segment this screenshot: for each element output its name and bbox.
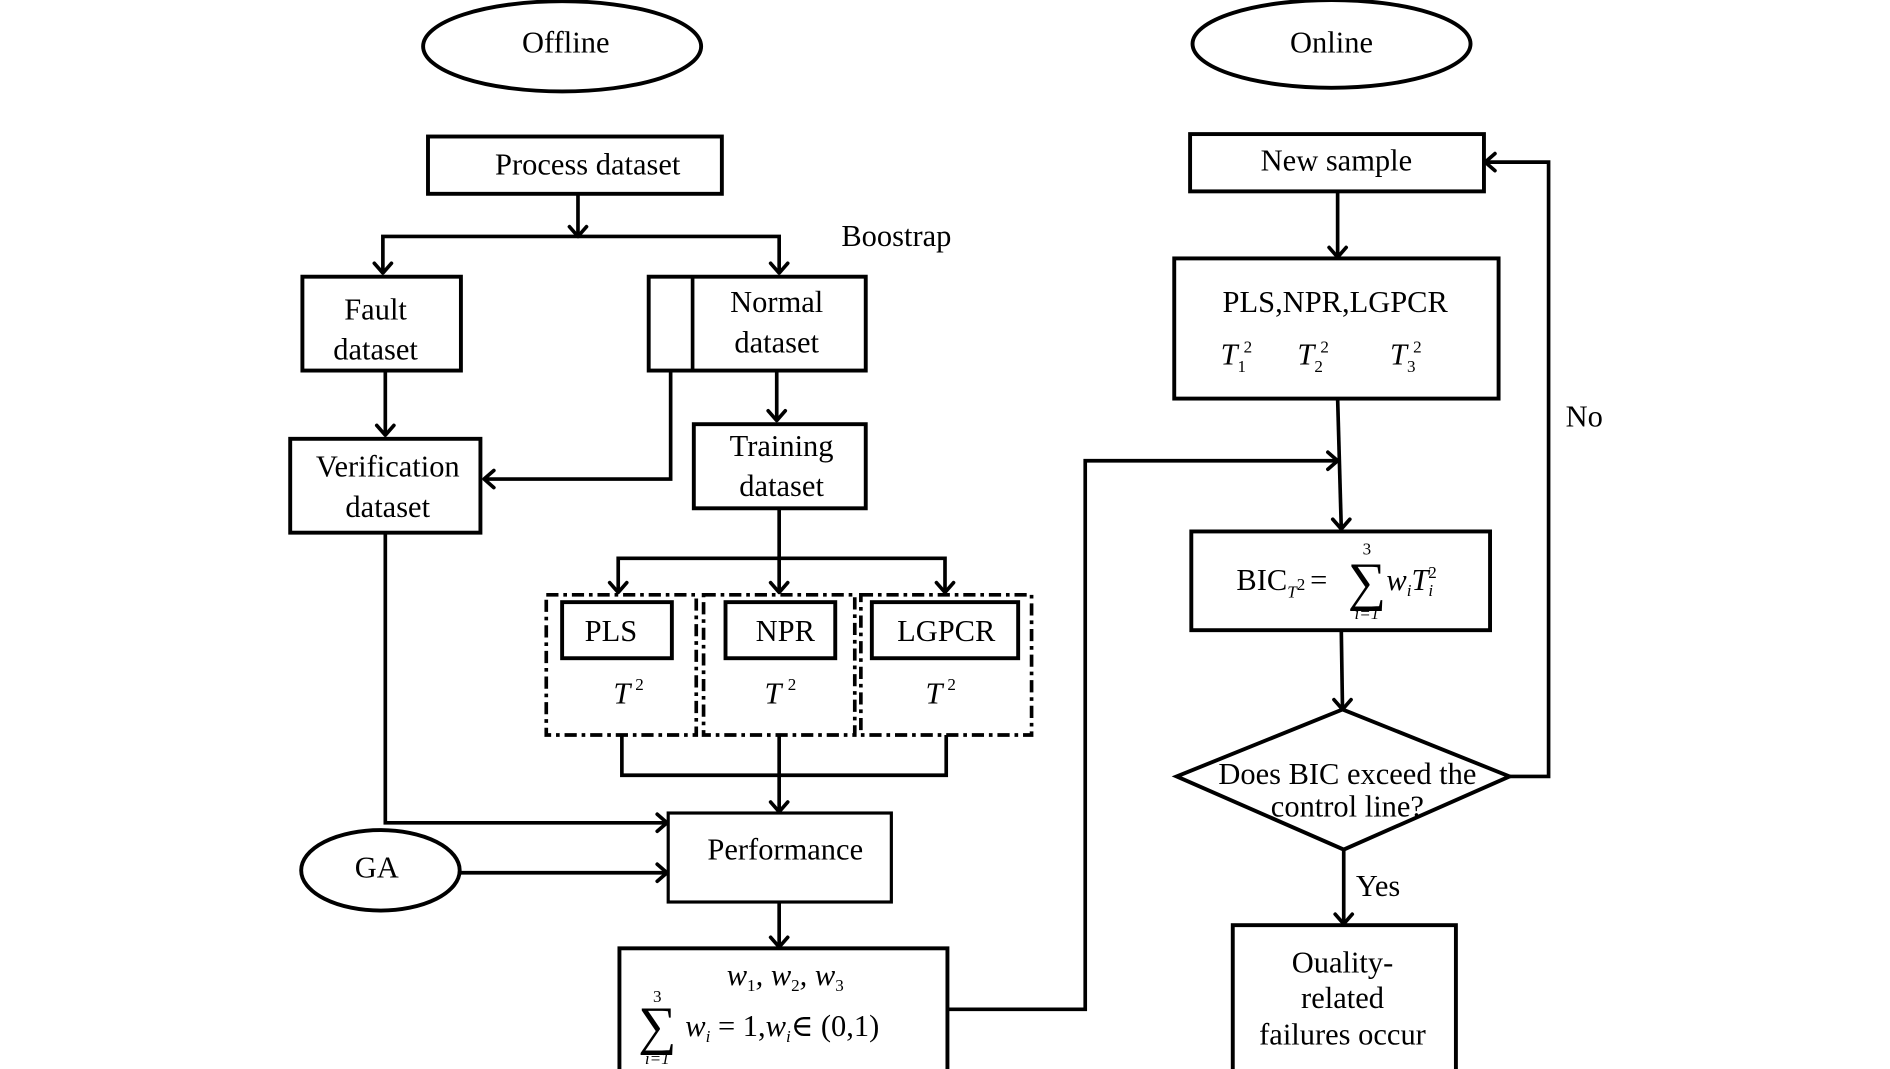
failure-line2: related [1301,981,1384,1015]
lgpcr-statistic: T [925,676,944,710]
pls-statistic-power: 2 [635,675,644,694]
online-stat-t3: T32 [1390,337,1422,375]
pls-statistic: T [613,676,632,710]
offline-ellipse [421,0,704,94]
normal-dataset-box: Normal dataset [646,274,868,373]
yes-label: Yes [1356,869,1400,903]
normal-dataset-line1: Normal [730,285,823,319]
new-sample-label: New sample [1261,144,1412,178]
online-models-label: PLS,NPR,LGPCR [1223,285,1449,319]
decision-diamond: Does BIC exceed the control line? [1171,707,1515,852]
training-dataset-line1: Training [730,429,834,463]
process-dataset-rect [426,134,724,196]
arrowhead-fault [372,261,394,275]
bootstrap-label: Boostrap [841,219,951,253]
weights-box: w1, w2, w3 3 ∑ i=1 wi = 1,wi∈ (0,1) [617,946,950,1069]
online-stat-t2: T22 [1297,337,1329,375]
bic-sigma: ∑ [1348,552,1386,612]
weights-sum-upper: 3 [653,987,662,1006]
failure-line3: failures occur [1259,1018,1426,1052]
bic-formula-left: BICT2= [1236,563,1327,601]
online-terminator: Online [1190,0,1473,90]
connector-split [381,234,781,274]
weights-constraint: wi = 1,wi∈ (0,1) [685,1009,879,1046]
training-dataset-rect [691,422,868,511]
no-label: No [1566,400,1603,434]
bic-formula-right: wiTi2 [1386,563,1436,600]
normal-dataset-rect [646,274,868,373]
lgpcr-box [869,600,1021,661]
connector-verification-performance [383,532,667,825]
arrowhead-verification-side [482,468,496,490]
training-dataset-box: Training dataset [691,422,868,511]
weights-rect [617,946,950,1069]
performance-box: Performance [666,811,893,904]
fault-dataset-line1: Fault [344,292,407,326]
verification-dataset-line2: dataset [345,490,430,524]
weights-sum-lower: i=1 [645,1049,670,1068]
arrowhead-new-sample [1483,151,1497,173]
online-models-box: PLS,NPR,LGPCR T12 T22 T32 [1172,256,1501,401]
arrowhead-bic-top [1330,517,1352,531]
npr-statistic: T [765,676,784,710]
training-dataset-line2: dataset [739,469,824,503]
new-sample-box: New sample [1188,132,1486,194]
ga-terminator: GA [299,828,462,913]
weights-list: w1, w2, w3 [727,958,844,995]
model-group-lgpcr: LGPCR T 2 [859,593,1034,737]
arrowhead-verification-top [374,423,396,437]
connector-models-merge [620,735,949,778]
arrowhead-npr [768,580,790,595]
npr-box [723,600,838,661]
fault-dataset-line2: dataset [333,333,418,367]
connector-normal-verification [484,370,673,481]
bic-rect [1189,529,1493,633]
arrowhead-training [766,408,788,423]
connector-weights-bic [947,458,1338,1012]
connector-models-bic [1335,398,1344,530]
arrowhead-performance-ga [655,862,669,884]
ga-label: GA [355,851,399,885]
process-dataset-box: Process dataset [426,134,724,196]
performance-label: Performance [707,832,863,866]
bic-box: BICT2= 3 ∑ i=1 wiTi2 [1189,529,1493,633]
failure-line1: Ouality- [1292,946,1394,980]
lgpcr-label: LGPCR [897,614,996,648]
connector-bic-decision [1339,630,1345,710]
ga-ellipse [299,828,462,913]
online-models-rect [1172,256,1501,401]
failure-rect [1230,923,1458,1069]
connector-models-split [616,556,947,593]
decision-line2: control line? [1271,790,1424,824]
pls-box [560,600,674,661]
process-dataset-label: Process dataset [495,147,681,181]
online-label: Online [1290,25,1373,59]
arrowhead-normal [768,261,790,275]
offline-label: Offline [522,25,609,59]
npr-statistic-power: 2 [788,675,797,694]
bic-sum-upper: 3 [1363,540,1372,559]
fault-dataset-box: Fault dataset [300,274,463,373]
arrowhead-pls [607,580,629,595]
fault-dataset-rect [300,274,463,373]
connector-no-loop [1485,160,1551,779]
model-group-npr: NPR T 2 [701,593,857,737]
online-stat-t1: T12 [1221,337,1253,375]
decision-line1: Does BIC exceed the [1218,757,1476,791]
offline-terminator: Offline [421,0,704,94]
pls-label: PLS [585,614,638,648]
arrowhead-lgpcr [934,580,956,595]
online-ellipse [1190,0,1473,90]
performance-rect [666,811,893,904]
verification-dataset-box: Verification dataset [288,436,483,535]
npr-label: NPR [756,614,816,648]
model-group-pls: PLS T 2 [544,593,699,737]
weights-sigma: ∑ [638,995,676,1055]
verification-dataset-line1: Verification [316,450,460,484]
normal-dataset-line2: dataset [734,325,819,359]
failure-box: Ouality- related failures occur [1230,923,1458,1069]
bic-sum-lower: i=1 [1355,604,1380,623]
lgpcr-statistic-power: 2 [947,675,956,694]
